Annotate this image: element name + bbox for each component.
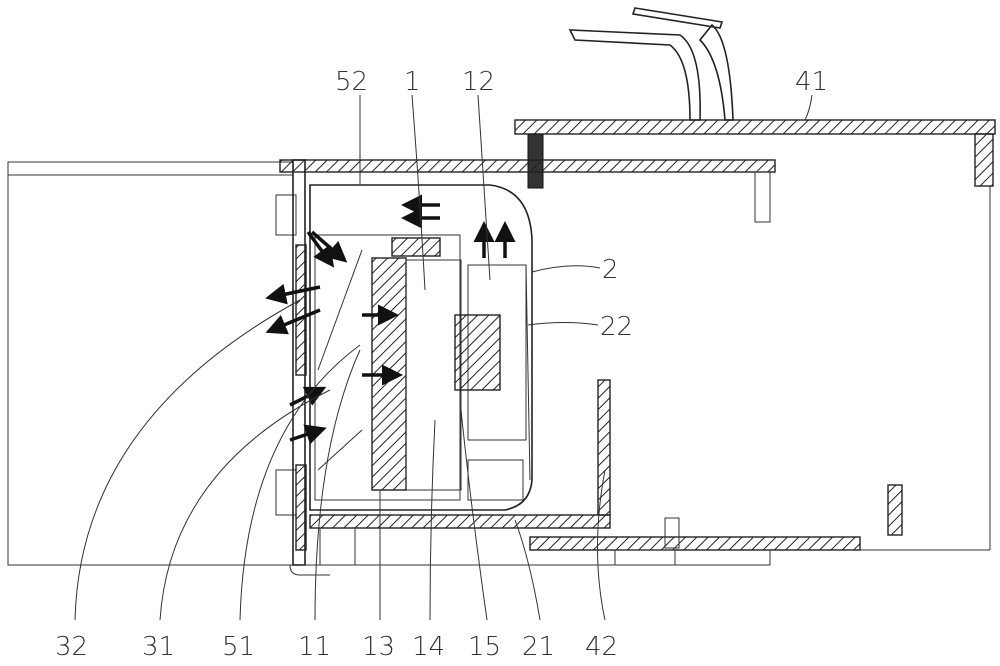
label-51: 51 xyxy=(222,632,255,662)
label-12: 12 xyxy=(462,67,495,97)
label-2: 2 xyxy=(602,255,619,285)
label-52: 52 xyxy=(335,67,368,97)
label-1: 1 xyxy=(404,67,421,97)
label-32: 32 xyxy=(55,632,88,662)
label-31: 31 xyxy=(142,632,175,662)
device-housing xyxy=(310,185,532,510)
left-cabinet xyxy=(8,162,296,565)
reference-labels: 52 1 12 41 2 22 32 31 51 11 13 14 15 21 … xyxy=(55,67,828,662)
faucet xyxy=(570,8,733,120)
label-15: 15 xyxy=(468,632,501,662)
label-41: 41 xyxy=(795,67,828,97)
label-13: 13 xyxy=(362,632,395,662)
label-22: 22 xyxy=(600,312,633,342)
label-42: 42 xyxy=(585,632,618,662)
label-14: 14 xyxy=(412,632,445,662)
label-11: 11 xyxy=(298,632,331,662)
label-21: 21 xyxy=(522,632,555,662)
